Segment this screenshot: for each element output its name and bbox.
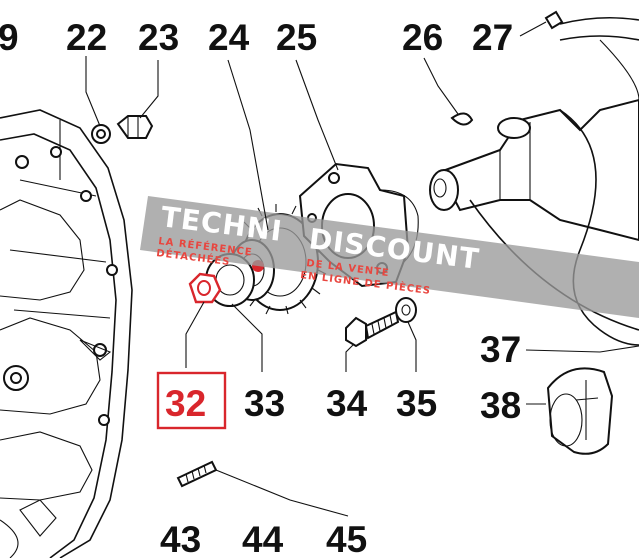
pin-27 [544, 10, 564, 30]
part-number-38: 38 [480, 385, 521, 426]
washer-35 [395, 297, 417, 323]
plug-23 [116, 115, 154, 139]
key-26 [450, 112, 474, 126]
part-number-32: 32 [165, 383, 206, 424]
bushing-38 [546, 367, 614, 455]
part-number-27: 27 [472, 17, 513, 58]
part-number-37: 37 [480, 329, 521, 370]
part-number-23: 23 [138, 17, 179, 58]
part-number-25: 25 [276, 17, 317, 58]
part-number-43: 43 [160, 519, 201, 558]
part-number-35: 35 [396, 383, 437, 424]
part-number-9: 9 [0, 17, 19, 58]
part-number-24: 24 [208, 17, 250, 58]
part-number-34: 34 [326, 383, 368, 424]
part-number-33: 33 [244, 383, 285, 424]
gearbox-housing [0, 109, 133, 558]
part-number-labels: 9 22 23 24 25 26 27 32 33 34 35 37 38 43… [0, 17, 521, 558]
washer-22 [91, 124, 111, 144]
part-number-22: 22 [66, 17, 107, 58]
part-number-26: 26 [402, 17, 443, 58]
stud-45 [176, 460, 218, 488]
part-number-45: 45 [326, 519, 367, 558]
bolt-34 [345, 310, 400, 348]
leader-lines [85, 21, 639, 517]
part-number-44: 44 [242, 519, 284, 558]
highlight-box-32 [156, 371, 227, 430]
